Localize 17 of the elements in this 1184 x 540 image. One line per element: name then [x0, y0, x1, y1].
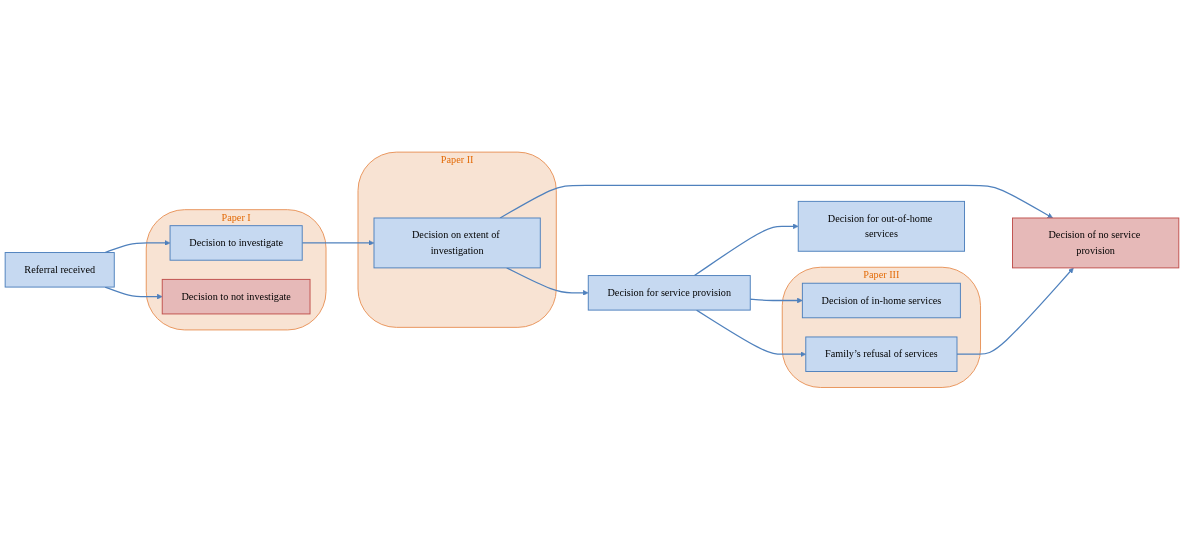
node-box: Decision to not investigate — [161, 279, 311, 315]
arrow — [499, 184, 1053, 219]
node-box: Decision for out-of-home services — [797, 201, 966, 252]
arrow — [749, 297, 803, 304]
arrow — [695, 309, 807, 358]
arrow — [506, 267, 589, 296]
node-box: Decision of in-home services — [801, 282, 961, 319]
arrow — [956, 267, 1074, 356]
arrow — [104, 240, 171, 254]
node-box: Family’s refusal of services — [805, 336, 958, 373]
node-box: Decision to investigate — [169, 225, 303, 261]
arrow — [693, 223, 799, 277]
node-box: Referral received — [4, 252, 115, 288]
node-box: Decision of no service provision — [1012, 217, 1180, 269]
arrow — [301, 240, 375, 246]
node-box: Decision for service provision — [587, 275, 751, 311]
node-box: Decision on extent of investigation — [373, 217, 541, 269]
